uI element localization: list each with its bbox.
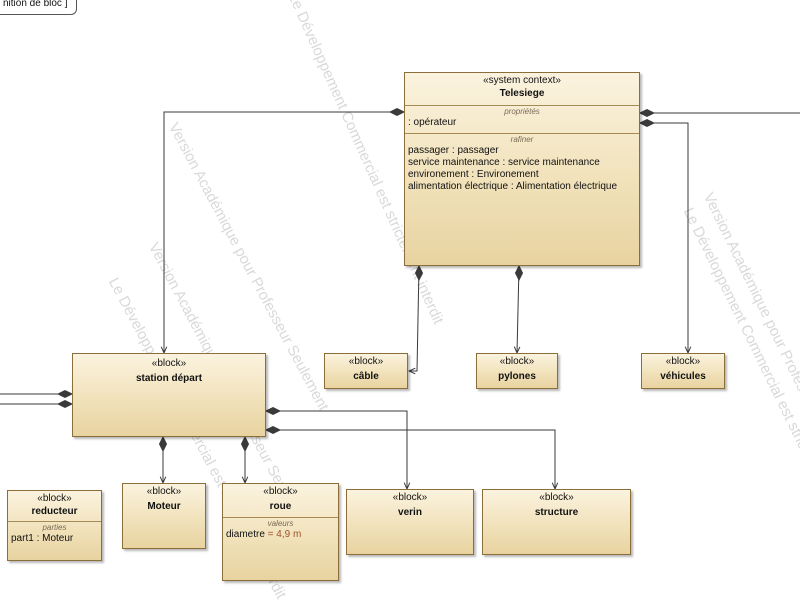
diamond-telesiege-bottom-1	[414, 264, 424, 282]
reducteur-stereotype: «block»	[37, 493, 72, 504]
moteur-stereotype: «block»	[146, 486, 182, 497]
moteur-name: Moteur	[147, 501, 181, 512]
reducteur-part-row[interactable]: part1 : Moteur	[11, 533, 74, 544]
roue-value-row[interactable]: diametre = 4,9 m	[223, 529, 338, 541]
telesiege-refine-row[interactable]: environement : Environement	[408, 169, 539, 180]
block-verin[interactable]: «block» verin	[346, 489, 474, 555]
diamond-telesiege-bottom-2	[514, 264, 524, 282]
edge-telesiege-cable	[409, 265, 420, 371]
diamond-station-left-1	[56, 389, 74, 399]
edge-telesiege-pylones	[517, 265, 519, 353]
edge-station-structure	[266, 429, 555, 489]
verin-stereotype: «block»	[392, 492, 428, 503]
roue-value-label: diametre	[226, 529, 265, 540]
block-moteur[interactable]: «block» Moteur	[122, 483, 206, 549]
reducteur-parts-compartment: parties part1 : Moteur	[8, 521, 101, 545]
edge-telesiege-vehicules	[640, 122, 688, 353]
roue-name: roue	[269, 501, 292, 512]
edge-telesiege-station	[164, 111, 404, 353]
telesiege-refine-title: rafiner	[510, 135, 534, 144]
station-name: station départ	[135, 373, 203, 384]
telesiege-refine-row[interactable]: passager : passager	[408, 145, 499, 156]
reducteur-parts-title: parties	[42, 523, 67, 532]
telesiege-name: Telesiege	[499, 88, 545, 99]
reducteur-name: reducteur	[31, 506, 78, 517]
diamond-station-right-2	[264, 425, 282, 435]
diamond-telesiege-right-2	[638, 118, 656, 128]
station-stereotype: «block»	[151, 358, 187, 369]
vehicules-name: véhicules	[660, 371, 706, 382]
telesiege-properties-compartment: propriétés : opérateur	[405, 105, 639, 129]
cable-stereotype: «block»	[348, 356, 384, 367]
telesiege-stereotype: «system context»	[483, 75, 561, 86]
block-telesiege[interactable]: «system context» Telesiege propriétés : …	[404, 72, 640, 266]
roue-values-compartment: valeurs diametre = 4,9 m	[223, 517, 338, 541]
block-structure[interactable]: «block» structure	[482, 489, 631, 555]
roue-stereotype: «block»	[263, 486, 298, 497]
diamond-station-right-1	[264, 406, 282, 416]
verin-name: verin	[398, 507, 422, 518]
diamond-telesiege-left	[388, 107, 406, 117]
block-roue[interactable]: «block» roue valeurs diametre = 4,9 m	[222, 483, 339, 581]
frame-title: nition de bloc ]	[0, 0, 77, 15]
diamond-station-bottom-1	[158, 435, 168, 453]
cable-name: câble	[353, 371, 379, 382]
connectors	[0, 107, 800, 589]
telesiege-refine-compartment: rafiner passager : passager service main…	[405, 133, 639, 193]
vehicules-stereotype: «block»	[665, 356, 701, 367]
diamond-station-left-2	[56, 399, 74, 409]
diamond-telesiege-right-1	[638, 108, 656, 118]
diamond-station-bottom-2	[240, 435, 250, 453]
block-vehicules[interactable]: «block» véhicules	[641, 353, 725, 389]
edge-station-verin	[266, 410, 407, 489]
telesiege-properties-title: propriétés	[504, 107, 540, 116]
roue-value-number: = 4,9 m	[264, 529, 302, 540]
block-cable[interactable]: «block» câble	[324, 353, 408, 389]
roue-values-title: valeurs	[267, 519, 294, 528]
structure-stereotype: «block»	[539, 492, 574, 503]
pylones-name: pylones	[498, 371, 536, 382]
pylones-stereotype: «block»	[499, 356, 535, 367]
structure-name: structure	[534, 507, 579, 518]
telesiege-property-row[interactable]: : opérateur	[408, 117, 457, 128]
telesiege-refine-row[interactable]: service maintenance : service maintenanc…	[408, 157, 600, 168]
telesiege-refine-row[interactable]: alimentation électrique : Alimentation é…	[408, 181, 618, 192]
block-reducteur[interactable]: «block» reducteur parties part1 : Moteur	[7, 490, 102, 561]
block-pylones[interactable]: «block» pylones	[476, 353, 558, 389]
block-station-depart[interactable]: «block» station départ	[72, 353, 266, 437]
